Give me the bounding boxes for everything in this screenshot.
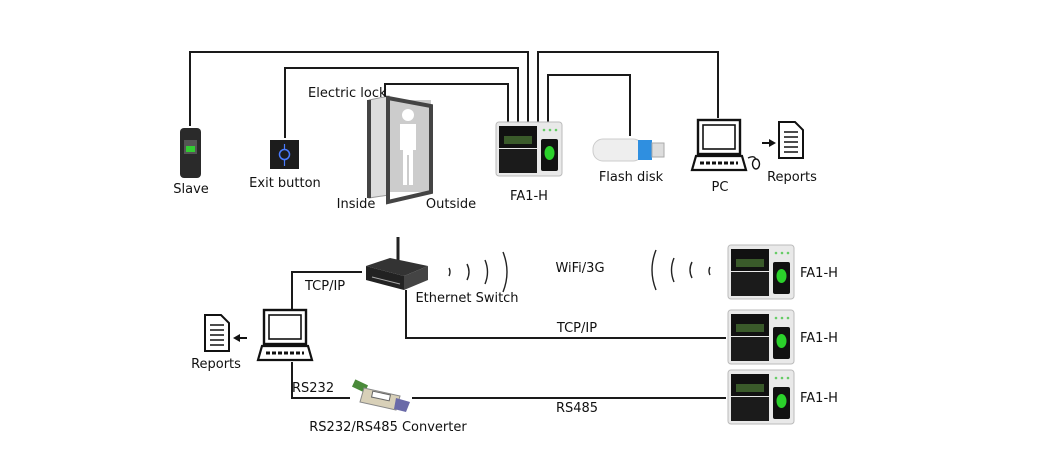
slave-label: Slave [173, 182, 209, 197]
fa1h-device-icon [495, 121, 563, 177]
flash-disk-label: Flash disk [599, 170, 664, 185]
reports-document-icon [778, 121, 804, 159]
tcpip-label: TCP/IP [556, 321, 597, 336]
reports-bottom-document-icon [204, 314, 230, 352]
inside-label: Inside [337, 197, 376, 212]
rs232-label: RS232 [292, 381, 334, 396]
wifi-waves-left [448, 251, 508, 293]
electric-lock-label: Electric lock [308, 86, 387, 101]
ethernet-switch-label: Ethernet Switch [415, 291, 518, 306]
outside-label: Outside [426, 197, 476, 212]
reports-label: Reports [767, 170, 817, 185]
wifi-label: WiFi/3G [555, 261, 604, 276]
exit-button-label: Exit button [249, 176, 321, 191]
fa1h-tcpip-label: FA1-H [800, 331, 838, 346]
fa1h-wifi-label: FA1-H [800, 266, 838, 281]
mouse-icon [751, 158, 761, 170]
exit-button-icon [270, 140, 299, 169]
pc-icon [690, 118, 748, 172]
ethernet-switch-icon [366, 237, 428, 290]
tcpip-left-label: TCP/IP [304, 279, 345, 294]
top-wiring [189, 51, 719, 138]
slave-reader-icon [180, 128, 201, 178]
fa1h-label: FA1-H [510, 189, 548, 204]
fa1h-wifi-device-icon [727, 244, 795, 300]
flash-disk-icon [592, 138, 665, 162]
fa1h-tcpip-device-icon [727, 309, 795, 365]
reports-bottom-label: Reports [191, 357, 241, 372]
pc-label: PC [712, 180, 729, 195]
rs232-rs485-converter-icon [351, 379, 410, 412]
fa1h-rs485-label: FA1-H [800, 391, 838, 406]
pc-bottom-icon [256, 308, 314, 362]
fa1h-rs485-device-icon [727, 369, 795, 425]
door-icon [367, 95, 433, 205]
rs485-label: RS485 [556, 401, 598, 416]
converter-label: RS232/RS485 Converter [309, 420, 467, 435]
bottom-wiring [291, 271, 726, 399]
wifi-waves-right [651, 249, 711, 291]
